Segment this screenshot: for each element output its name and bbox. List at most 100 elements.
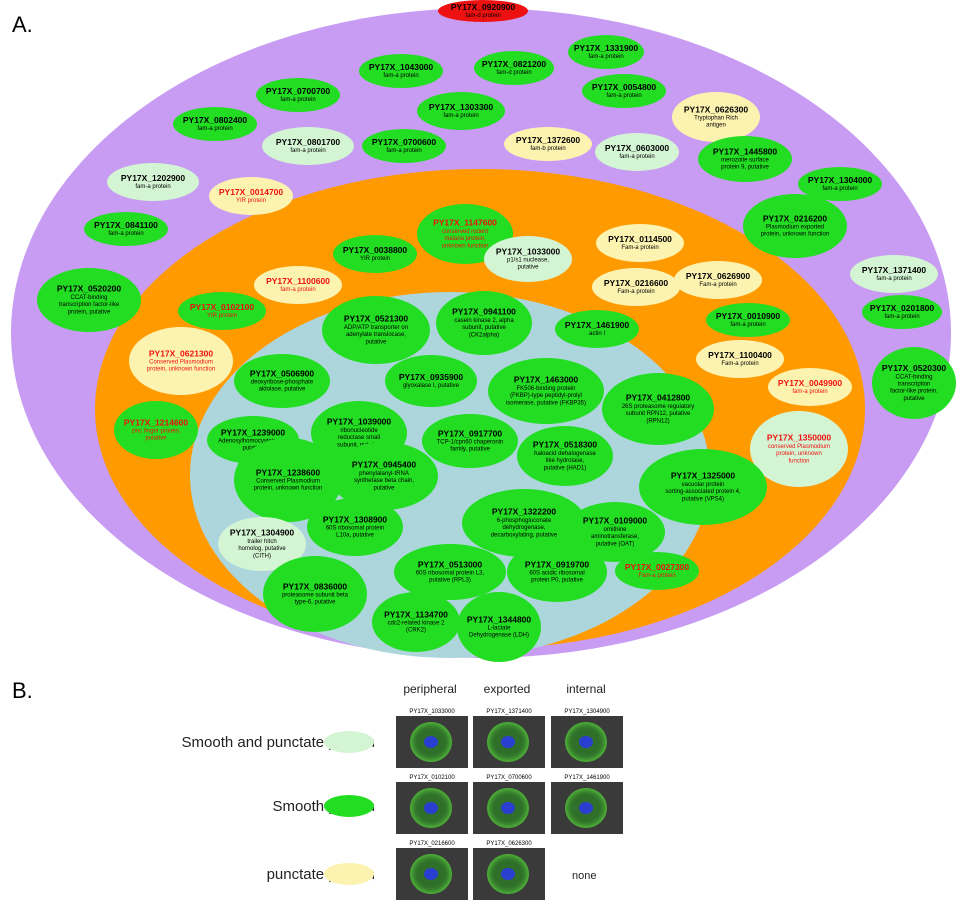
protein-node-ellipse	[615, 552, 699, 590]
protein-node-desc: Fam-a protein	[699, 282, 736, 288]
micrograph-nucleus	[424, 802, 438, 814]
micrograph-id: PY17X_1461900	[551, 774, 623, 782]
protein-node-desc: family, putative	[450, 447, 490, 453]
protein-node-desc: deoxyribose-phosphate	[251, 380, 314, 386]
protein-node-desc: (CITH)	[253, 553, 271, 559]
protein-node-id: PY17X_1308900	[323, 514, 388, 524]
protein-node-desc: fam-a protein	[280, 287, 315, 293]
protein-node-desc: sorting-associated protein 4,	[665, 489, 741, 495]
protein-node-ellipse	[263, 556, 367, 632]
protein-node-id: PY17X_0945400	[352, 460, 417, 470]
protein-node-desc: Tryptophan Rich	[694, 116, 738, 122]
protein-node-ellipse	[372, 592, 460, 652]
protein-node: PY17X_13222006-phosphogluconatedehydroge…	[462, 489, 586, 557]
protein-node-id: PY17X_0038800	[343, 245, 408, 255]
micrograph-nucleus	[501, 802, 515, 814]
protein-node-desc: fam-d protein	[496, 70, 531, 76]
protein-node-ellipse	[555, 310, 639, 348]
protein-node: PY17X_0520300CCAT-bindingtranscriptionfa…	[872, 347, 956, 419]
micrograph-id: PY17X_0102100	[396, 774, 468, 782]
micrograph-nucleus	[501, 868, 515, 880]
protein-node-desc: phenylalanyl-tRNA	[359, 471, 409, 477]
protein-node-desc: protein, putative	[68, 309, 111, 315]
protein-node-desc: type-6, putative	[294, 600, 336, 606]
protein-node-desc: Plasmodium exported	[766, 225, 824, 231]
protein-node-ellipse	[798, 167, 882, 201]
protein-node-ellipse	[698, 136, 792, 182]
protein-node-desc: Conserved Plasmodium	[256, 479, 320, 485]
protein-node-desc: transcription factor-like	[59, 302, 120, 308]
protein-node-desc: Fam-a protein	[617, 289, 654, 295]
protein-node-id: PY17X_0919700	[525, 559, 590, 569]
protein-node-ellipse	[582, 74, 666, 108]
protein-node-id: PY17X_0621300	[149, 348, 214, 358]
protein-node-desc: decarboxylating, putative	[491, 532, 558, 538]
protein-node-desc: like hydrolase,	[546, 458, 585, 464]
protein-node-desc: subunit, putative	[462, 325, 506, 331]
protein-node-desc: L-lactate	[487, 626, 511, 632]
protein-node-desc: haloacid dehalogenase	[534, 451, 596, 457]
protein-node-ellipse	[362, 129, 446, 163]
protein-node-ellipse	[462, 489, 586, 557]
protein-node-ellipse	[602, 373, 714, 445]
protein-node-id: PY17X_0412800	[626, 393, 691, 403]
protein-node-desc: protein P0, putative	[531, 578, 583, 584]
protein-node-id: PY17X_1134700	[384, 609, 448, 619]
protein-node-desc: fam-d protein	[465, 13, 500, 19]
protein-node-id: PY17X_0506900	[250, 368, 315, 378]
protein-node-desc: putative	[145, 436, 167, 442]
protein-node-id: PY17X_0513000	[418, 559, 483, 569]
protein-node-ellipse	[595, 133, 679, 171]
protein-node-desc: Fam-a protein	[621, 245, 658, 251]
protein-node-ellipse	[218, 517, 306, 571]
micrograph-nucleus	[579, 736, 593, 748]
protein-node-id: PY17X_1202900	[121, 173, 186, 183]
micrograph: PY17X_1304900	[551, 708, 623, 768]
protein-node-ellipse	[114, 401, 198, 459]
protein-node-ellipse	[850, 255, 938, 293]
protein-node-ellipse	[394, 544, 506, 600]
protein-node-ellipse	[234, 438, 342, 522]
protein-node-ellipse	[84, 212, 168, 246]
protein-node: PY17X_0506900deoxyribose-phosphatealdola…	[234, 354, 330, 408]
protein-node-desc: fam-a protein	[876, 276, 911, 282]
protein-node-desc: merozoite surface	[721, 158, 769, 164]
panel-label-b: B.	[12, 678, 33, 703]
panel-label-a: A.	[12, 12, 33, 37]
protein-node-id: PY17X_1033000	[496, 246, 561, 256]
protein-node-id: PY17X_0841100	[94, 220, 158, 230]
protein-node-id: PY17X_1100400	[708, 350, 772, 360]
protein-node-id: PY17X_1039000	[327, 417, 392, 427]
protein-node-id: PY17X_1331900	[574, 43, 639, 53]
protein-node-desc: 26S proteasome regulatory	[622, 404, 694, 410]
protein-node-desc: fam-a protein	[588, 54, 623, 60]
protein-node-desc: ADP/ATP transporter on	[344, 325, 408, 331]
protein-node-id: PY17X_0917700	[438, 428, 503, 438]
protein-node-id: PY17X_0518300	[533, 440, 598, 450]
protein-node-id: PY17X_1325000	[671, 471, 736, 481]
protein-node-desc: fam-a protein	[443, 113, 478, 119]
micrograph-nucleus	[501, 736, 515, 748]
protein-node-desc: fam-b protein	[530, 146, 565, 152]
